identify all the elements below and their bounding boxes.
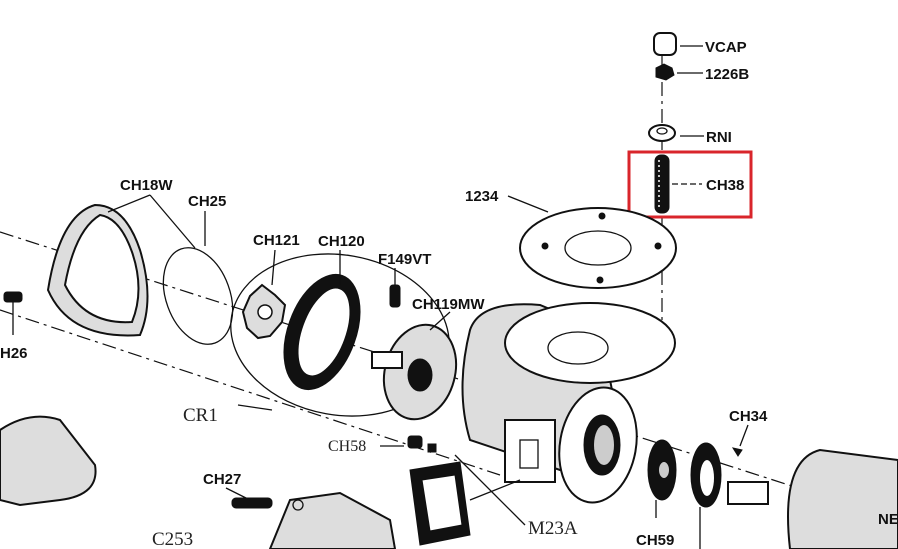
- label-ch34: CH34: [729, 408, 768, 425]
- part-ch34[interactable]: CH34: [729, 408, 768, 457]
- label-ch120: CH120: [318, 233, 365, 250]
- label-ne: NE: [878, 511, 898, 528]
- label-ch121: CH121: [253, 232, 300, 249]
- label-ch58: CH58: [328, 438, 366, 455]
- label-rni: RNI: [706, 129, 732, 146]
- highlight-box: [627, 150, 753, 219]
- part-ch18w[interactable]: CH18W: [46, 177, 196, 337]
- label-1234: 1234: [465, 188, 499, 205]
- part-f149vt[interactable]: F149VT: [378, 251, 431, 308]
- part-ch25[interactable]: CH25: [151, 193, 245, 354]
- part-ch121[interactable]: CH121: [241, 232, 300, 340]
- part-rni[interactable]: RNI: [648, 124, 732, 146]
- part-m23a[interactable]: M23A: [409, 454, 578, 546]
- label-ch25: CH25: [188, 193, 226, 210]
- part-ch59[interactable]: CH59: [636, 439, 677, 549]
- part-c253[interactable]: C253: [152, 491, 397, 549]
- label-ch38: CH38: [706, 177, 744, 194]
- part-washer[interactable]: [690, 442, 722, 549]
- label-1226b: 1226B: [705, 66, 749, 83]
- part-left-housing[interactable]: [0, 415, 97, 507]
- part-motor[interactable]: NE: [727, 448, 898, 549]
- label-m23a: M23A: [528, 518, 578, 539]
- label-ch59: CH59: [636, 532, 674, 549]
- part-ch26[interactable]: H26: [0, 291, 28, 362]
- part-1234[interactable]: 1234: [465, 188, 677, 289]
- label-c253: C253: [152, 529, 193, 549]
- part-ch27[interactable]: CH27: [203, 471, 273, 509]
- label-ch119mw: CH119MW: [412, 296, 485, 313]
- part-vcap[interactable]: VCAP: [653, 32, 747, 56]
- part-ch119mw[interactable]: CH119MW: [371, 296, 485, 427]
- part-ch58[interactable]: CH58: [328, 435, 437, 455]
- label-cr1: CR1: [183, 405, 218, 426]
- label-vcap: VCAP: [705, 39, 747, 56]
- part-pump-body[interactable]: [461, 302, 676, 509]
- label-ch26: H26: [0, 345, 28, 362]
- part-1226b[interactable]: 1226B: [655, 63, 749, 83]
- part-ch38[interactable]: CH38: [627, 150, 753, 219]
- label-ch18w: CH18W: [120, 177, 173, 194]
- part-ch120[interactable]: CH120: [270, 233, 375, 400]
- label-ch27: CH27: [203, 471, 241, 488]
- label-f149vt: F149VT: [378, 251, 431, 268]
